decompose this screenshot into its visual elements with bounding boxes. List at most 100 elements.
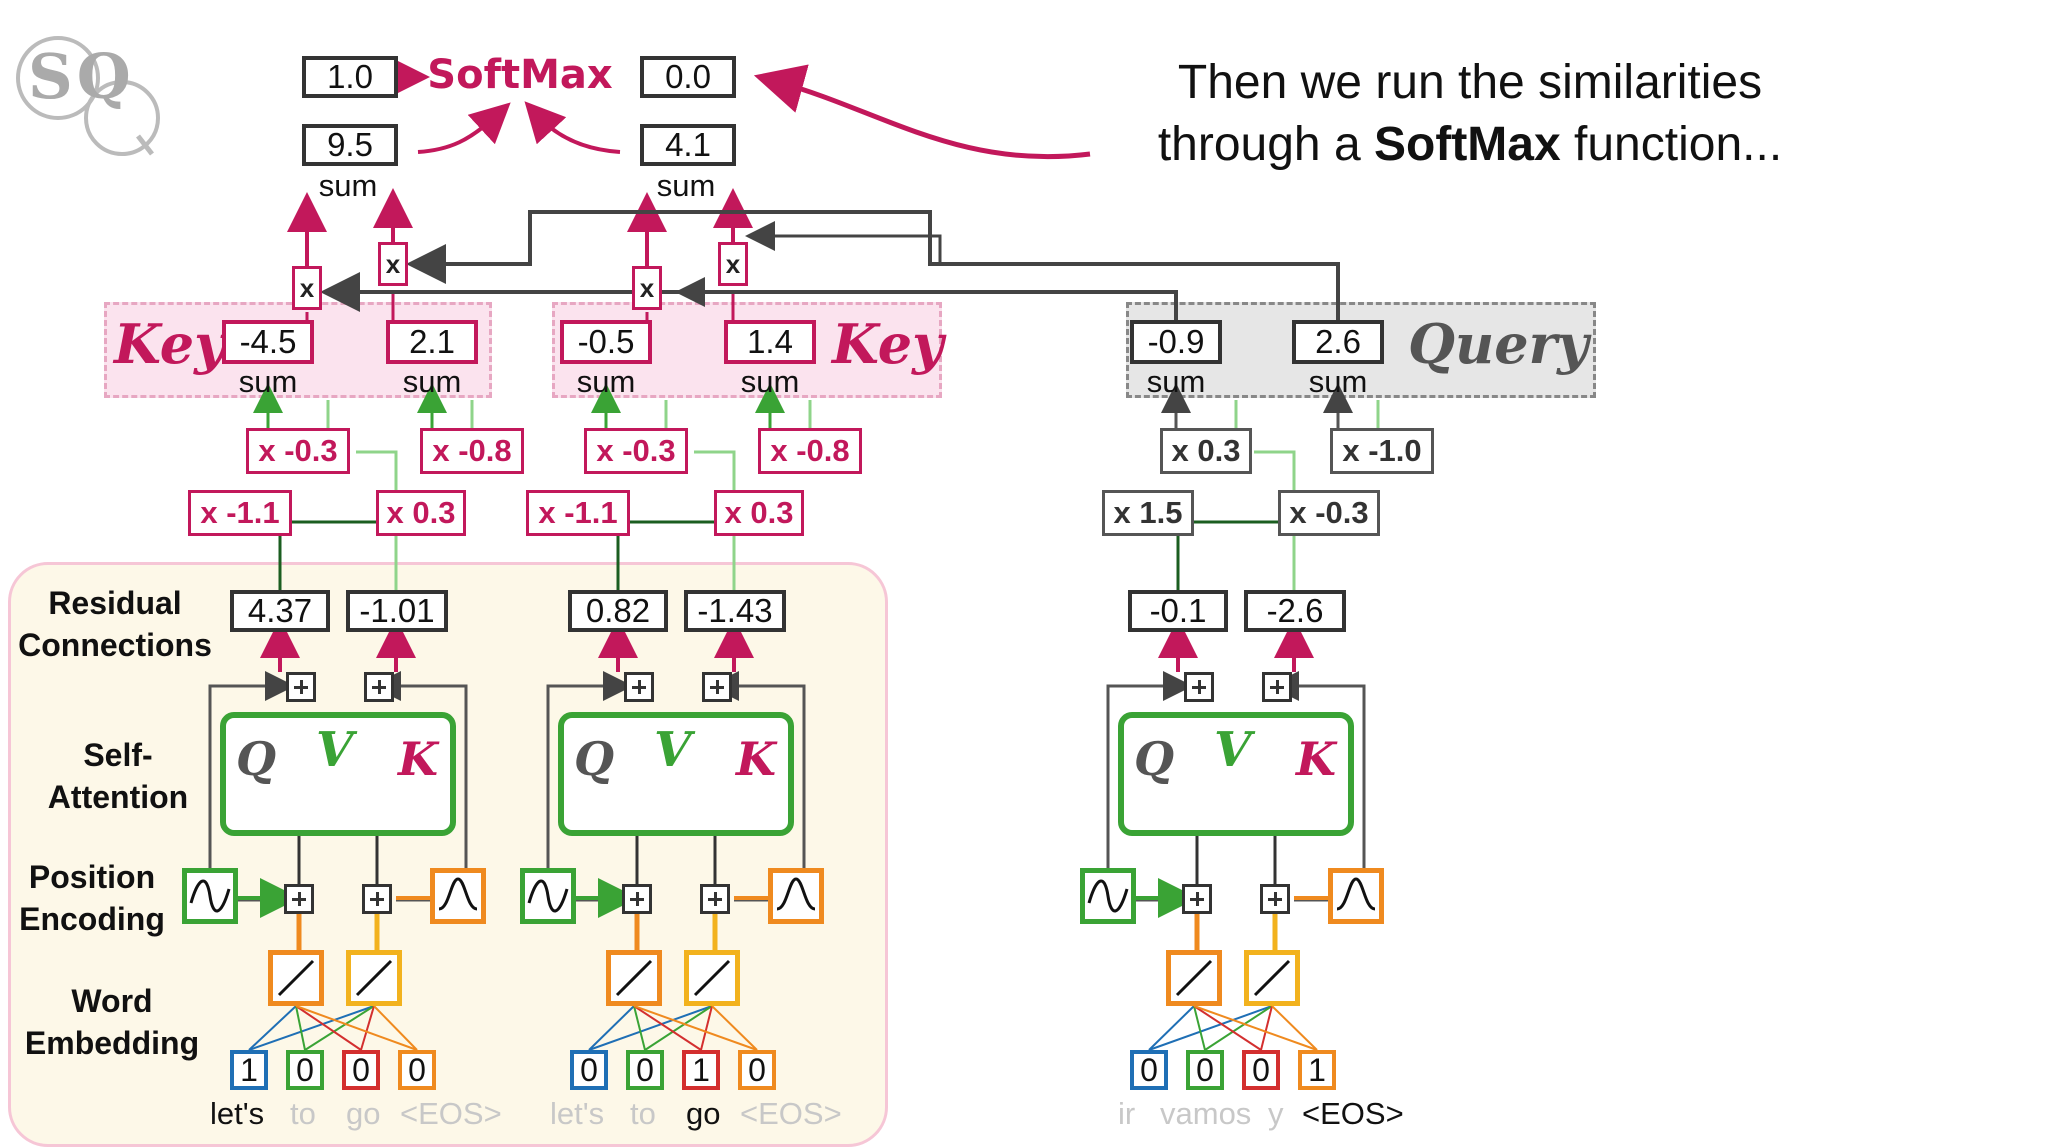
sum-total-right: 4.1	[640, 124, 736, 166]
one-hot-bit: 1	[230, 1050, 268, 1090]
residual-plus-icon	[702, 672, 732, 702]
token-word: to	[630, 1096, 656, 1131]
attention-v-letter: V	[654, 722, 692, 778]
embed-edge	[644, 1005, 713, 1051]
position-plus-icon	[284, 884, 314, 914]
query-value: 2.6	[1292, 320, 1384, 364]
token-word: go	[686, 1096, 721, 1131]
weight-box: x -1.1	[526, 490, 630, 536]
embedding-node-icon	[346, 950, 402, 1006]
embedding-node-icon	[606, 950, 662, 1006]
one-hot-bit: 0	[398, 1050, 436, 1090]
key-label-right: Key	[832, 312, 944, 376]
weight-box: x 0.3	[714, 490, 804, 536]
token-word: to	[290, 1096, 316, 1131]
encoder-panel	[8, 562, 888, 1147]
weight-box: x 0.3	[376, 490, 466, 536]
position-encoding-label: Position Encoding	[8, 856, 176, 940]
one-hot-bit: 0	[342, 1050, 380, 1090]
embedding-node-icon	[1166, 950, 1222, 1006]
residual-plus-icon	[1184, 672, 1214, 702]
sum-total-left: 9.5	[302, 124, 398, 166]
one-hot-bit: 0	[1242, 1050, 1280, 1090]
residual-value: -0.1	[1128, 590, 1228, 632]
key-value: -4.5	[222, 320, 314, 364]
caption-line-2-start: through a	[1157, 118, 1374, 171]
softmax-label: SoftMax	[427, 52, 613, 98]
key-sum-label: sum	[740, 364, 800, 399]
residual-label-line-1: Residual	[48, 585, 182, 621]
weight-box: x 1.5	[1102, 490, 1194, 536]
weight-box: x -0.3	[584, 428, 688, 474]
cosine-wave-icon	[1328, 868, 1384, 924]
embed-edge	[295, 1005, 418, 1051]
sine-wave-icon	[1080, 868, 1136, 924]
token-word: <EOS>	[740, 1096, 842, 1131]
key-sum-label: sum	[238, 364, 298, 399]
attention-v-letter: V	[1214, 722, 1252, 778]
weight-box: x -1.0	[1330, 428, 1434, 474]
token-word: let's	[550, 1096, 605, 1131]
residual-connections-label: Residual Connections	[10, 582, 220, 666]
word-label-line-2: Embedding	[24, 1025, 200, 1061]
embedding-node-icon	[1244, 950, 1300, 1006]
residual-plus-icon	[1262, 672, 1292, 702]
weight-box: x -0.8	[420, 428, 524, 474]
query-sum-label: sum	[1308, 364, 1368, 399]
residual-value: -1.01	[346, 590, 448, 632]
caption-line-1: Then we run the similarities	[1177, 56, 1763, 109]
position-label-line-2: Encoding	[19, 901, 165, 937]
one-hot-bit: 1	[682, 1050, 720, 1090]
multiply-box: x	[632, 266, 662, 310]
embed-edge	[1148, 1005, 1273, 1051]
embed-edge	[1193, 1005, 1262, 1051]
self-attention-block	[220, 712, 456, 836]
one-hot-bit: 0	[286, 1050, 324, 1090]
embed-edge	[295, 1005, 362, 1051]
sine-wave-icon	[182, 868, 238, 924]
multiply-box: x	[718, 242, 748, 286]
key-value: 1.4	[724, 320, 816, 364]
multiply-box: x	[292, 266, 322, 310]
residual-value: -2.6	[1244, 590, 1346, 632]
key-label-left: Key	[114, 312, 226, 376]
token-word: <EOS>	[1302, 1096, 1404, 1131]
residual-label-line-2: Connections	[18, 627, 212, 663]
query-wire	[745, 221, 942, 264]
embed-edge	[1193, 1005, 1206, 1051]
position-plus-icon	[622, 884, 652, 914]
sine-wave-icon	[520, 868, 576, 924]
self-attention-label-line-1: Self-	[83, 737, 153, 773]
weight-wire	[694, 450, 736, 590]
residual-value: 4.37	[230, 590, 330, 632]
token-word: let's	[210, 1096, 265, 1131]
token-word: ir	[1118, 1096, 1136, 1131]
embed-edge	[360, 1005, 375, 1051]
weight-box: x -0.8	[758, 428, 862, 474]
embed-edge	[248, 1005, 297, 1051]
embedding-node-icon	[268, 950, 324, 1006]
self-attention-block	[1118, 712, 1354, 836]
weight-box: x -0.3	[246, 428, 350, 474]
embed-edge	[1271, 1005, 1318, 1051]
embed-edge	[248, 1005, 375, 1051]
embed-edge	[588, 1005, 713, 1051]
residual-plus-icon	[624, 672, 654, 702]
caption-line-2: through a SoftMax function...	[1110, 114, 1830, 176]
embed-edge	[295, 1005, 306, 1051]
embed-edge	[588, 1005, 635, 1051]
embedding-node-icon	[684, 950, 740, 1006]
self-attention-label-line-2: Attention	[47, 779, 189, 815]
token-word: y	[1268, 1096, 1284, 1131]
key-sum-label: sum	[402, 364, 462, 399]
query-wire	[406, 210, 1340, 320]
word-embedding-label: Word Embedding	[14, 980, 210, 1064]
attention-k-letter: K	[1296, 732, 1336, 786]
sum-total-left-label: sum	[318, 168, 378, 203]
token-word: <EOS>	[400, 1096, 502, 1131]
position-plus-icon	[1260, 884, 1290, 914]
weight-box: x -0.3	[1278, 490, 1380, 536]
caption: Then we run the similarities through a S…	[1110, 52, 1830, 176]
embed-edge	[711, 1005, 758, 1051]
one-hot-bit: 0	[1130, 1050, 1168, 1090]
